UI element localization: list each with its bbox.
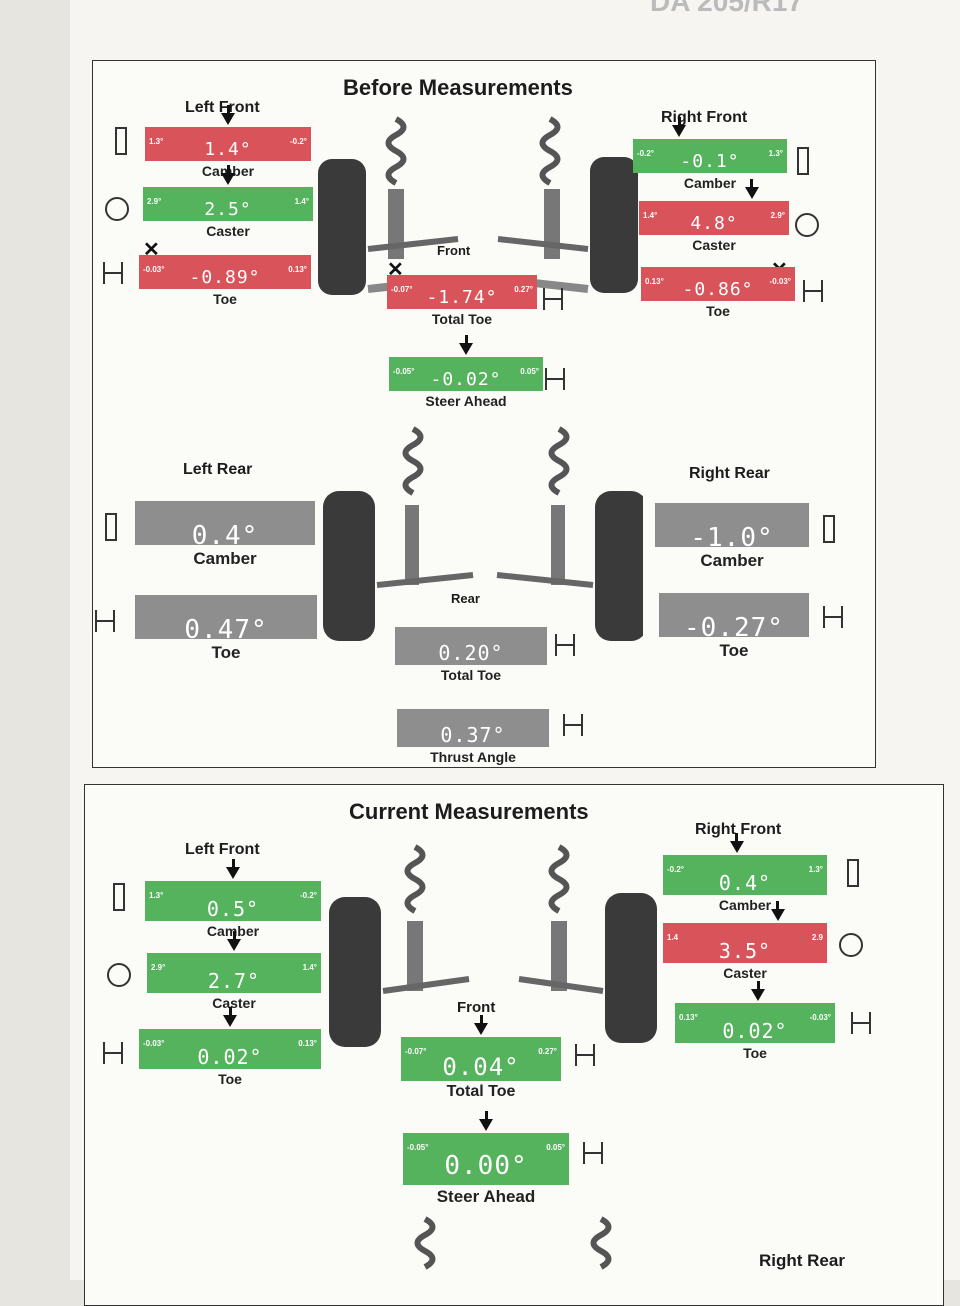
- camber-wheel-icon: [823, 515, 835, 543]
- current-measurements-panel: Current Measurements Left Front Right Fr…: [84, 784, 944, 1306]
- current-rf-toe-gauge: 0.13° -0.03° 0.02° Toe: [675, 981, 835, 1061]
- camber-wheel-icon: [797, 147, 809, 175]
- current-rf-caster-gauge: 1.4 2.9 3.5° Caster: [663, 901, 827, 981]
- target-arrow-icon: [672, 125, 687, 137]
- target-arrow-icon: [751, 989, 766, 1001]
- steer-ahead-icon: [583, 1142, 603, 1164]
- toe-axle-icon: [95, 610, 115, 632]
- toe-axle-icon: [823, 606, 843, 628]
- before-thrust-angle-gauge: 0.37° Thrust Angle: [397, 709, 549, 765]
- current-lf-toe-gauge: -0.03° 0.13° 0.02° Toe: [139, 1007, 321, 1087]
- left-rear-heading: Left Rear: [183, 461, 253, 478]
- before-total-toe-gauge: -0.07° 0.27° -1.74° Total Toe: [387, 275, 537, 327]
- camber-value: 1.4°: [204, 139, 252, 160]
- panel-title: Current Measurements: [349, 799, 589, 824]
- current-rf-camber-gauge: -0.2° 1.3° 0.4° Camber: [663, 833, 827, 913]
- current-total-toe-gauge: -0.07° 0.27° 0.04° Total Toe: [401, 1015, 561, 1100]
- current-steer-ahead-gauge: -0.05° 0.05° 0.00° Steer Ahead: [403, 1111, 569, 1206]
- toe-axle-icon: [803, 280, 823, 302]
- caster-wheel-icon: [107, 963, 131, 987]
- target-arrow-icon: [729, 841, 744, 853]
- before-measurements-panel: Before Measurements Left Front Right Fro…: [92, 60, 876, 768]
- right-front-heading: Right Front: [661, 109, 748, 126]
- rear-suspension-diagram: [323, 426, 643, 641]
- before-rr-toe-gauge: -0.27° Toe: [659, 593, 809, 660]
- before-lf-toe-gauge: -0.03° 0.13° -0.89° Toe: [139, 255, 311, 307]
- panel-title: Before Measurements: [343, 75, 573, 100]
- before-rf-camber-gauge: -0.2° 1.3° -0.1° Camber: [633, 117, 787, 191]
- rear-spring-diagram: [414, 1216, 612, 1270]
- target-arrow-icon: [744, 187, 759, 199]
- target-arrow-icon: [770, 909, 785, 921]
- left-front-heading: Left Front: [185, 99, 260, 116]
- toe-axle-icon: [543, 288, 563, 310]
- before-rf-toe-gauge: 0.13° -0.03° -0.86° Toe: [641, 267, 795, 319]
- target-arrow-icon: [223, 1015, 237, 1027]
- header-fragment: DA 205/R17: [650, 0, 804, 17]
- toe-axle-icon: [575, 1044, 595, 1066]
- toe-axle-icon: [555, 634, 575, 656]
- toe-axle-icon: [103, 1042, 123, 1064]
- target-arrow-icon: [227, 939, 241, 951]
- rear-axle-label: Rear: [451, 591, 480, 606]
- toe-axle-icon: [103, 262, 123, 284]
- front-suspension-diagram: [318, 116, 638, 295]
- before-lr-toe-gauge: 0.47° Toe: [135, 595, 317, 662]
- left-front-heading: Left Front: [185, 841, 260, 858]
- front-axle-label: Front: [457, 999, 496, 1016]
- caster-wheel-icon: [795, 213, 819, 237]
- before-rf-caster-gauge: 1.4° 2.9° 4.8° Caster: [639, 179, 789, 253]
- target-arrow-icon: [226, 867, 240, 879]
- camber-wheel-icon: [105, 513, 117, 541]
- target-arrow-icon: [459, 343, 473, 355]
- before-lr-camber-gauge: 0.4° Camber: [135, 501, 315, 568]
- toe-axle-icon: [851, 1012, 871, 1034]
- before-lf-caster-gauge: 2.9° 1.4° 2.5° Caster: [143, 165, 313, 239]
- right-rear-heading: Right Rear: [759, 1251, 845, 1270]
- camber-wheel-icon: [113, 883, 125, 911]
- target-arrow-icon: [221, 113, 235, 125]
- before-lf-camber-gauge: 1.3° -0.2° 1.4° Camber: [145, 105, 311, 179]
- target-arrow-icon: [474, 1023, 488, 1035]
- current-lf-camber-gauge: 1.3° -0.2° 0.5° Camber: [145, 859, 321, 939]
- front-suspension-diagram: [329, 844, 657, 1047]
- caster-wheel-icon: [839, 933, 863, 957]
- camber-wheel-icon: [847, 859, 859, 887]
- thrust-angle-icon: [563, 714, 583, 736]
- current-lf-caster-gauge: 2.9° 1.4° 2.7° Caster: [147, 931, 321, 1011]
- before-steer-ahead-gauge: -0.05° 0.05° -0.02° Steer Ahead: [389, 335, 543, 409]
- target-arrow-icon: [221, 173, 235, 185]
- target-arrow-icon: [479, 1119, 493, 1131]
- front-axle-label: Front: [437, 243, 471, 258]
- right-front-heading: Right Front: [695, 821, 782, 838]
- steer-ahead-icon: [545, 368, 565, 390]
- before-rr-camber-gauge: -1.0° Camber: [655, 503, 809, 570]
- before-rear-total-toe-gauge: 0.20° Total Toe: [395, 627, 547, 683]
- caster-wheel-icon: [105, 197, 129, 221]
- camber-wheel-icon: [115, 127, 127, 155]
- right-rear-heading: Right Rear: [689, 465, 770, 482]
